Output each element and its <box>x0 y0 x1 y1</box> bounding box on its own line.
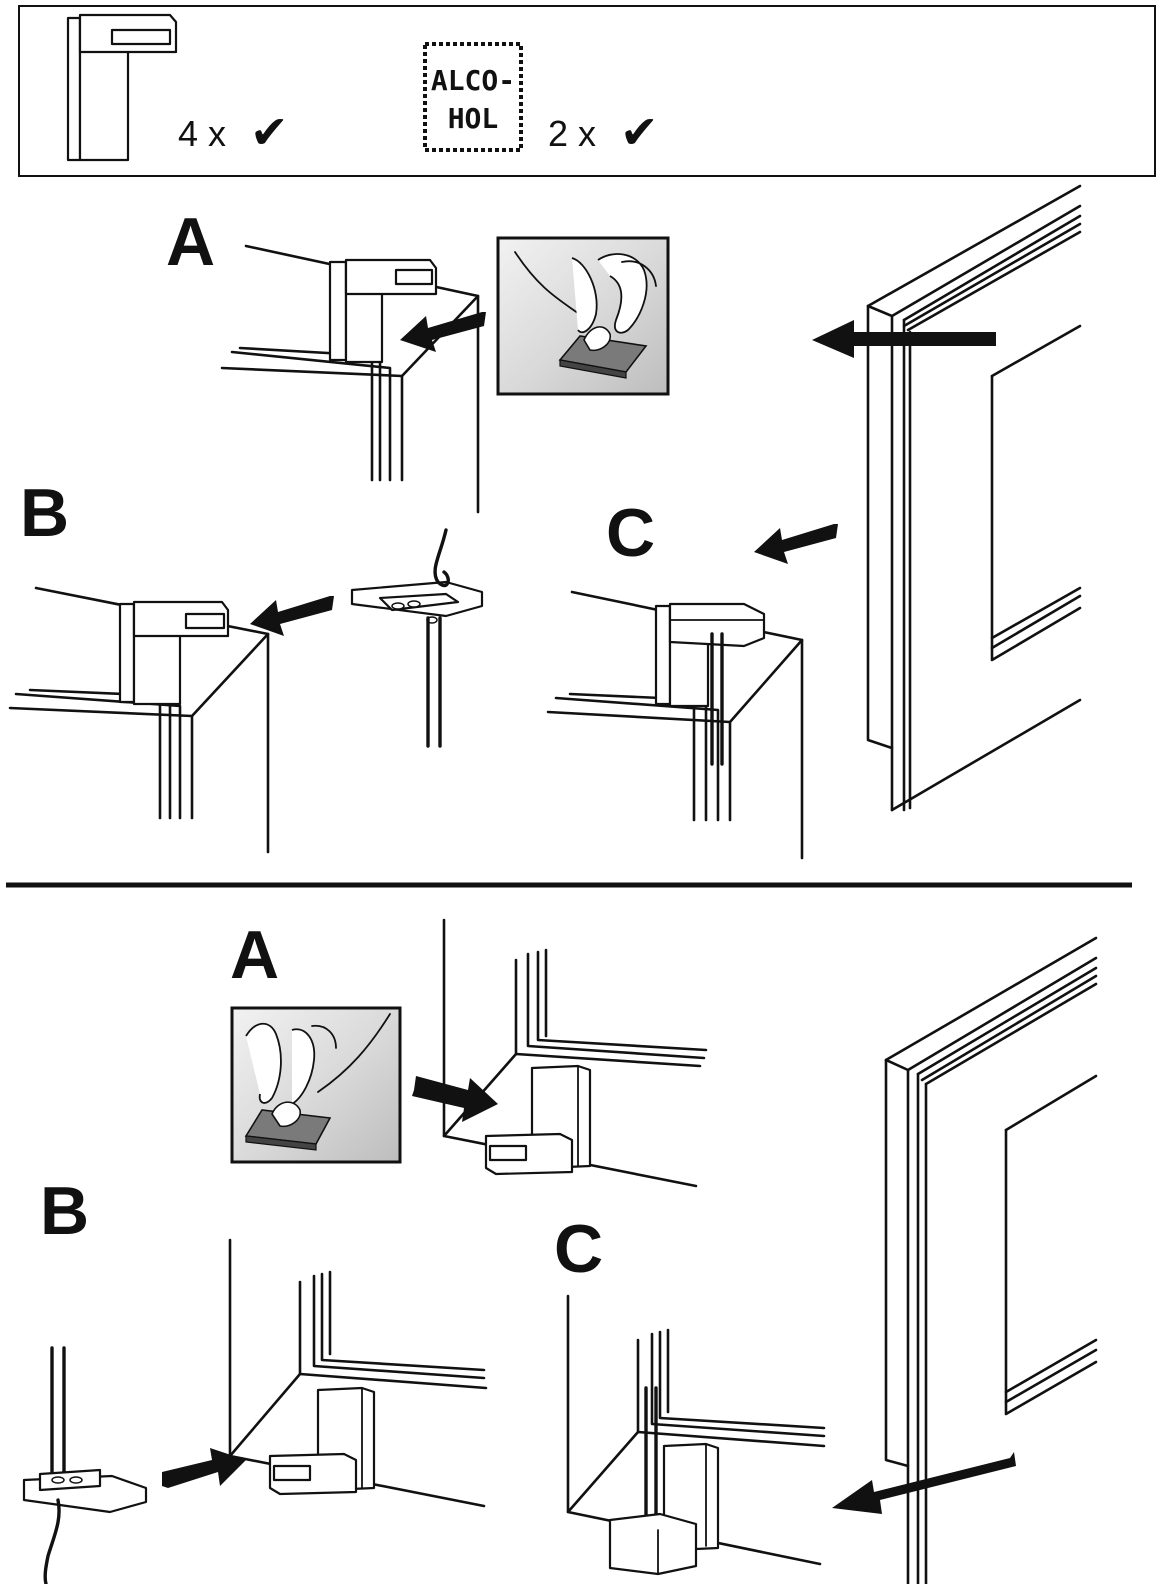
top-step-a-adhesive-inset <box>496 236 670 396</box>
bottom-step-a-arrow <box>412 1076 498 1122</box>
bottom-step-b-frame-corner <box>228 1238 488 1508</box>
bottom-large-frame <box>884 936 1098 1584</box>
alcohol-label-line2: HOL <box>448 102 499 135</box>
bottom-step-b-arrow <box>162 1448 246 1488</box>
top-step-c-arrow <box>754 524 838 564</box>
bottom-frame-arrow <box>832 1452 1016 1514</box>
top-step-a-label: A <box>166 204 215 280</box>
bottom-section: A B <box>22 917 1098 1584</box>
bottom-step-b-clip-with-wire <box>22 1346 148 1584</box>
top-large-frame <box>866 184 1082 812</box>
bracket-check-icon: ✔ <box>250 106 289 158</box>
bottom-step-a-label: A <box>230 917 279 993</box>
bottom-step-c-mounted-clip <box>608 1386 720 1576</box>
bottom-step-c-frame-corner <box>566 1294 826 1566</box>
top-step-c-mounted-clip <box>654 602 766 766</box>
alcohol-label-line1: ALCO- <box>431 64 515 97</box>
top-step-b-bracket <box>118 600 230 706</box>
top-step-a-bracket <box>328 258 438 364</box>
top-section: A B <box>8 184 1082 860</box>
top-step-b-label: B <box>20 475 69 551</box>
bottom-step-a-bracket <box>484 1064 592 1176</box>
alcohol-wipe-icon: ALCO- HOL <box>423 42 523 152</box>
alcohol-check-icon: ✔ <box>620 106 659 158</box>
top-step-c-label: C <box>606 495 655 571</box>
top-step-b-arrow <box>250 596 334 636</box>
corner-bracket-icon <box>66 13 178 162</box>
bottom-step-a-adhesive-inset <box>230 1006 402 1164</box>
bottom-step-c-label: C <box>554 1211 603 1287</box>
bottom-step-b-label: B <box>40 1173 89 1249</box>
bottom-step-b-bracket <box>268 1386 376 1496</box>
top-step-b-clip-with-wire <box>350 528 484 748</box>
bracket-quantity: 4 x <box>178 113 226 154</box>
parts-list-box: 4 x ✔ ALCO- HOL 2 x ✔ <box>18 5 1156 177</box>
top-frame-arrow <box>812 320 996 358</box>
bottom-step-a-frame-corner <box>442 918 708 1188</box>
top-step-a-frame-corner <box>220 244 480 514</box>
alcohol-quantity: 2 x <box>548 113 596 154</box>
top-step-a-arrow <box>400 312 486 352</box>
